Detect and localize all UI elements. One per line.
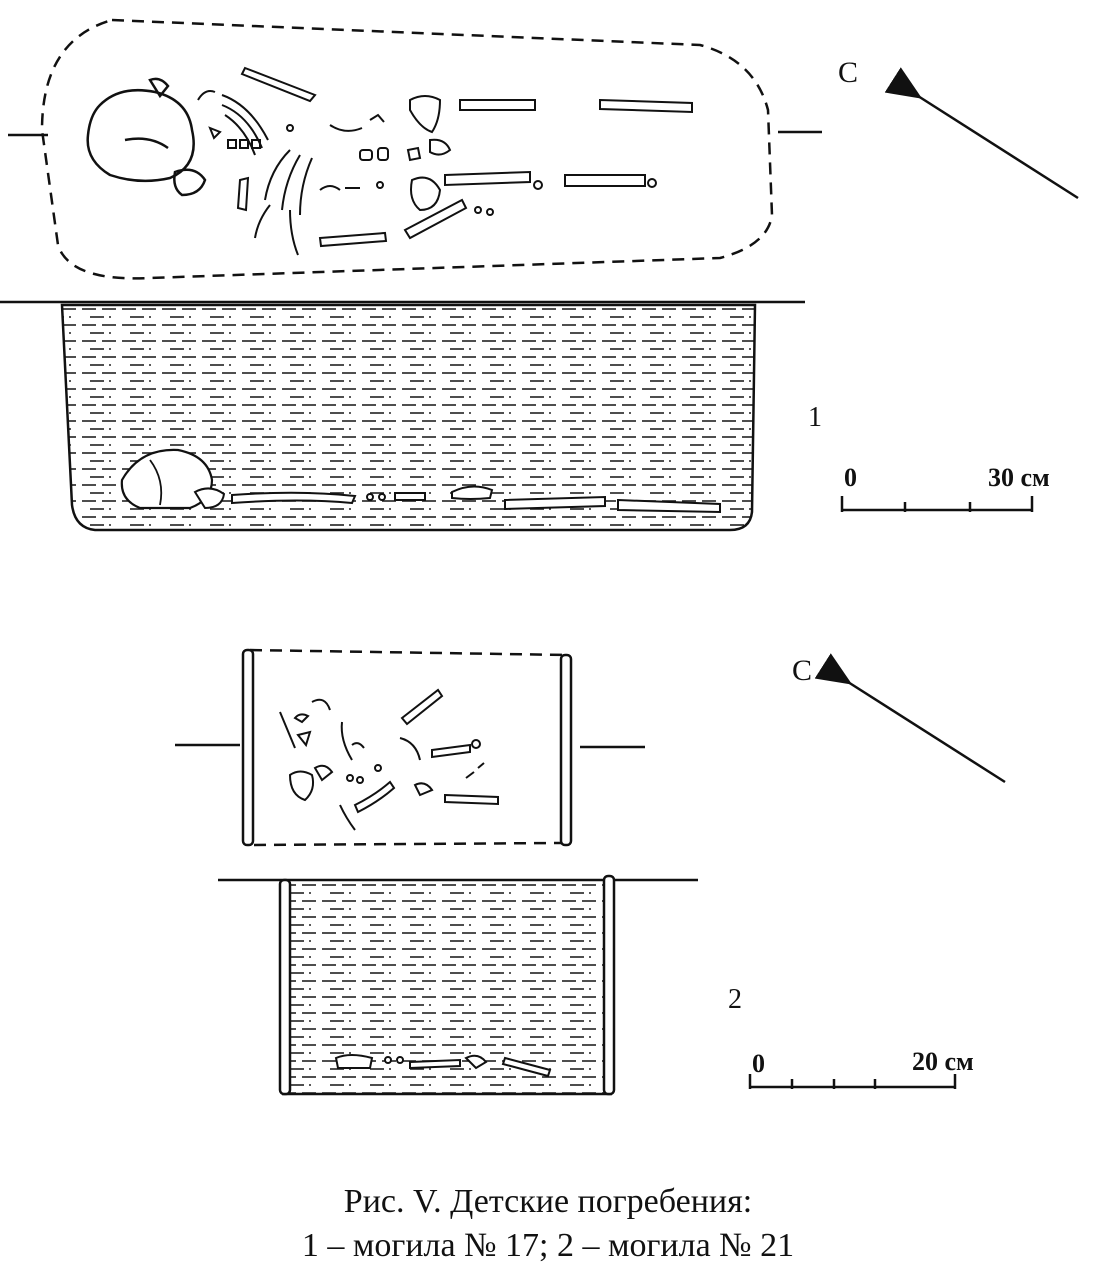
figure-number-2: 2 (728, 984, 742, 1015)
grave-17-plan (8, 18, 822, 280)
north-arrow-2: С (792, 653, 1006, 784)
section-fill-1 (60, 303, 757, 532)
grave-21-section (218, 874, 698, 1096)
scale-1-start: 0 (844, 463, 857, 492)
north-label-1: С (838, 56, 858, 89)
scale-2-end: 20 см (912, 1047, 974, 1076)
north-arrow-1-shaft (884, 67, 1079, 200)
section-bones-2 (334, 1054, 552, 1078)
section-wall-left-2 (278, 878, 292, 1096)
pit-outline (40, 18, 774, 280)
skull (86, 88, 195, 183)
grave-17-section (0, 300, 805, 532)
caption-line-1: Рис. V. Детские погребения: (343, 1183, 753, 1220)
pit-outline-2 (249, 648, 567, 847)
scale-2-start: 0 (752, 1049, 765, 1078)
north-arrow-1: С (838, 56, 1079, 200)
scale-bar-1 (840, 496, 1034, 512)
scale-bar-2 (748, 1074, 957, 1089)
north-label-2: С (792, 654, 812, 687)
grave-21-plan (175, 648, 645, 847)
caption-line-2: 1 – могила № 17; 2 – могила № 21 (301, 1227, 795, 1264)
figure-number-1: 1 (808, 402, 822, 433)
bones-2 (279, 688, 499, 831)
scale-1-end: 30 см (988, 463, 1050, 492)
section-wall-right-2 (602, 874, 616, 1096)
pit-wall-right-2 (559, 653, 573, 847)
north-arrow-2-shaft (814, 653, 1006, 784)
pit-wall-left-2 (241, 648, 255, 847)
bones (197, 66, 693, 256)
section-bones-1 (231, 485, 721, 514)
section-skull-1 (120, 448, 214, 510)
